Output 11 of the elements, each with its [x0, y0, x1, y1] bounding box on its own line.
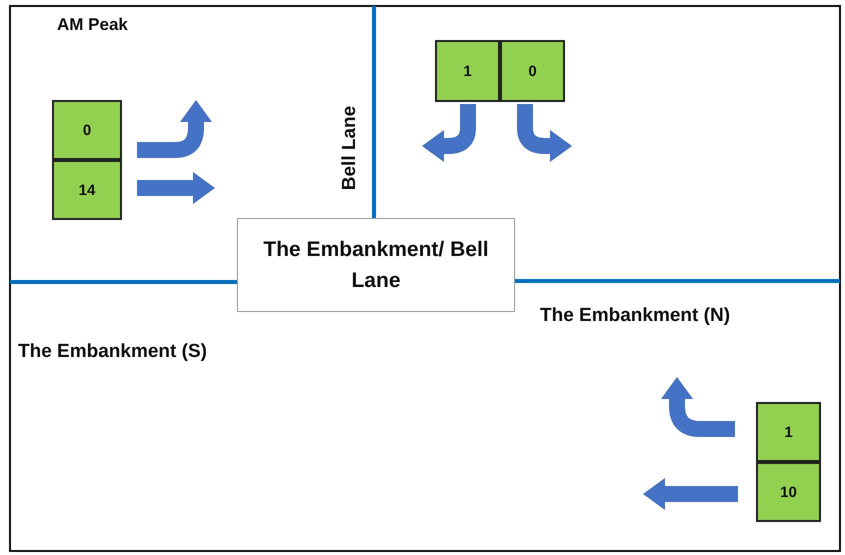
count-cell: 0 — [52, 100, 122, 160]
count-cell: 1 — [756, 402, 821, 462]
count-cell: 0 — [500, 40, 565, 102]
street-name: Bell Lane — [339, 106, 361, 190]
junction-name-box: The Embankment/ Bell Lane — [237, 218, 515, 312]
count-cell: 14 — [52, 160, 122, 220]
count-cell: 10 — [756, 462, 821, 522]
count-cell: 1 — [435, 40, 500, 102]
period-label: AM Peak — [57, 15, 128, 35]
street-name: The Embankment (N) — [540, 305, 730, 327]
street-name: The Embankment (S) — [18, 341, 207, 363]
